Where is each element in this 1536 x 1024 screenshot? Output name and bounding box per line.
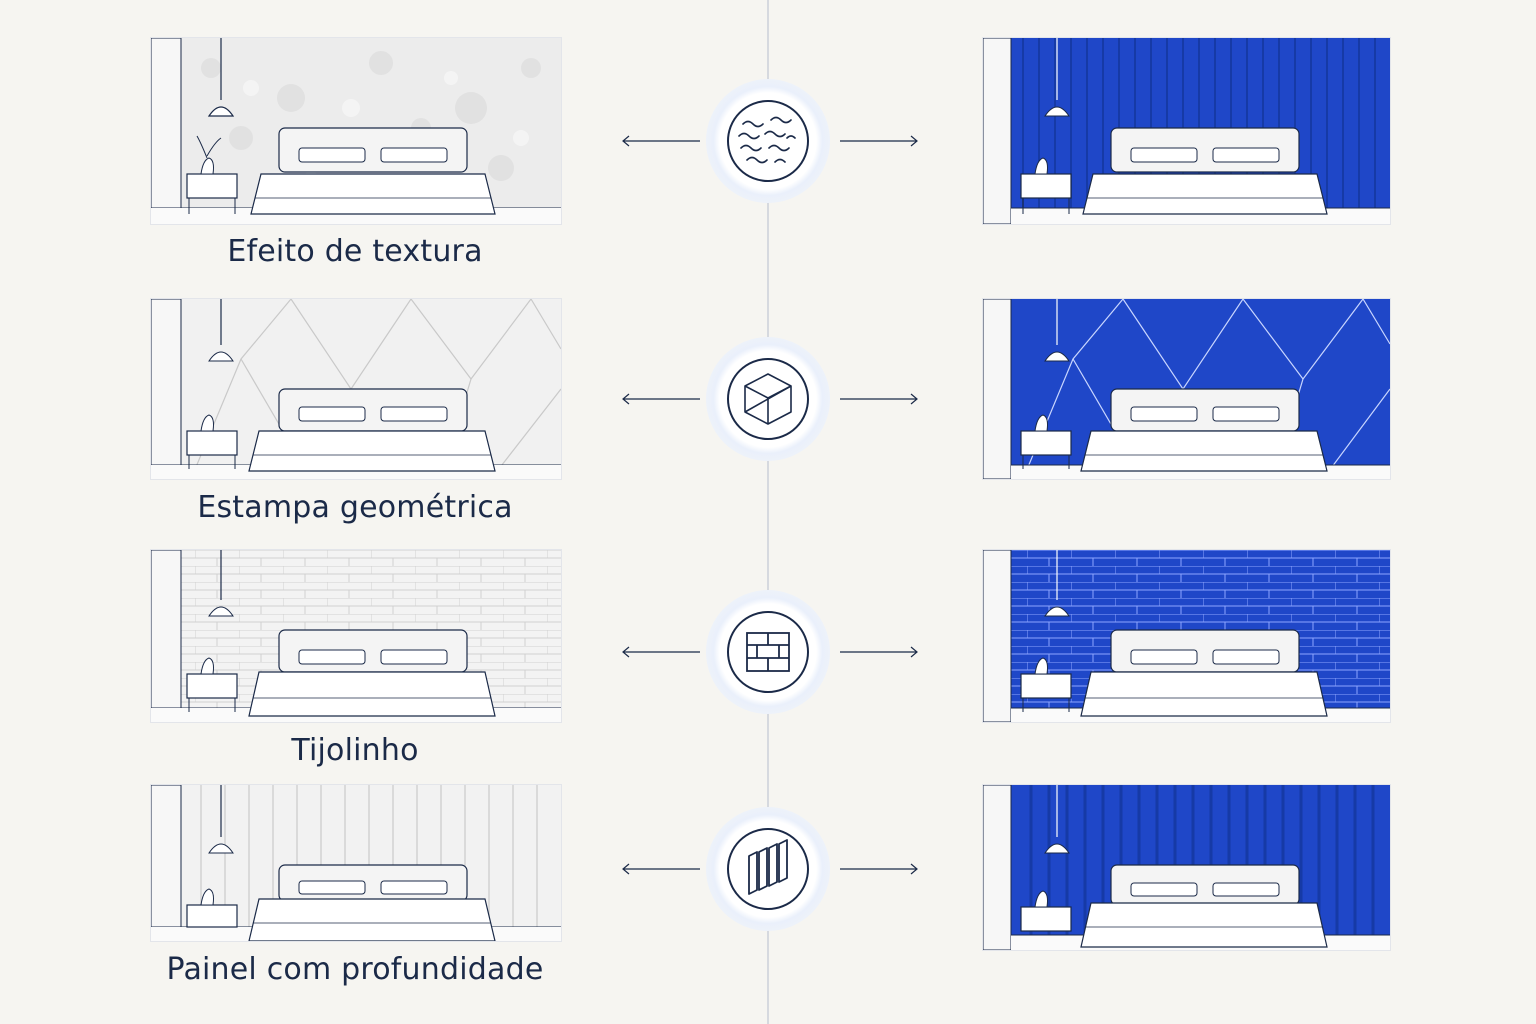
badge-brick [706, 590, 830, 714]
caption-panel: Painel com profundidade [166, 952, 544, 987]
panel-depth-icon [727, 828, 809, 910]
badge-geometric [706, 337, 830, 461]
bedroom-before-panel [150, 784, 562, 942]
bedroom-after-brick [982, 549, 1391, 723]
bedroom-after-panel [982, 784, 1391, 951]
caption-geometric: Estampa geométrica [197, 490, 513, 525]
left-arrow-icon [622, 393, 700, 405]
left-arrow-icon [622, 135, 700, 147]
left-arrow-icon [622, 646, 700, 658]
bedroom-after-texture [982, 37, 1391, 225]
brick-icon [727, 611, 809, 693]
caption-brick: Tijolinho [291, 733, 419, 768]
bedroom-after-geometric [982, 298, 1391, 480]
cube-geometric-icon [727, 358, 809, 440]
center-divider [767, 0, 769, 1024]
right-arrow-icon [840, 135, 918, 147]
wave-texture-icon [727, 100, 809, 182]
right-arrow-icon [840, 863, 918, 875]
left-arrow-icon [622, 863, 700, 875]
badge-panel [706, 807, 830, 931]
caption-texture: Efeito de textura [227, 234, 483, 269]
bedroom-before-geometric [150, 298, 562, 480]
bedroom-before-brick [150, 549, 562, 723]
bedroom-before-texture [150, 37, 562, 225]
badge-texture [706, 79, 830, 203]
right-arrow-icon [840, 393, 918, 405]
right-arrow-icon [840, 646, 918, 658]
